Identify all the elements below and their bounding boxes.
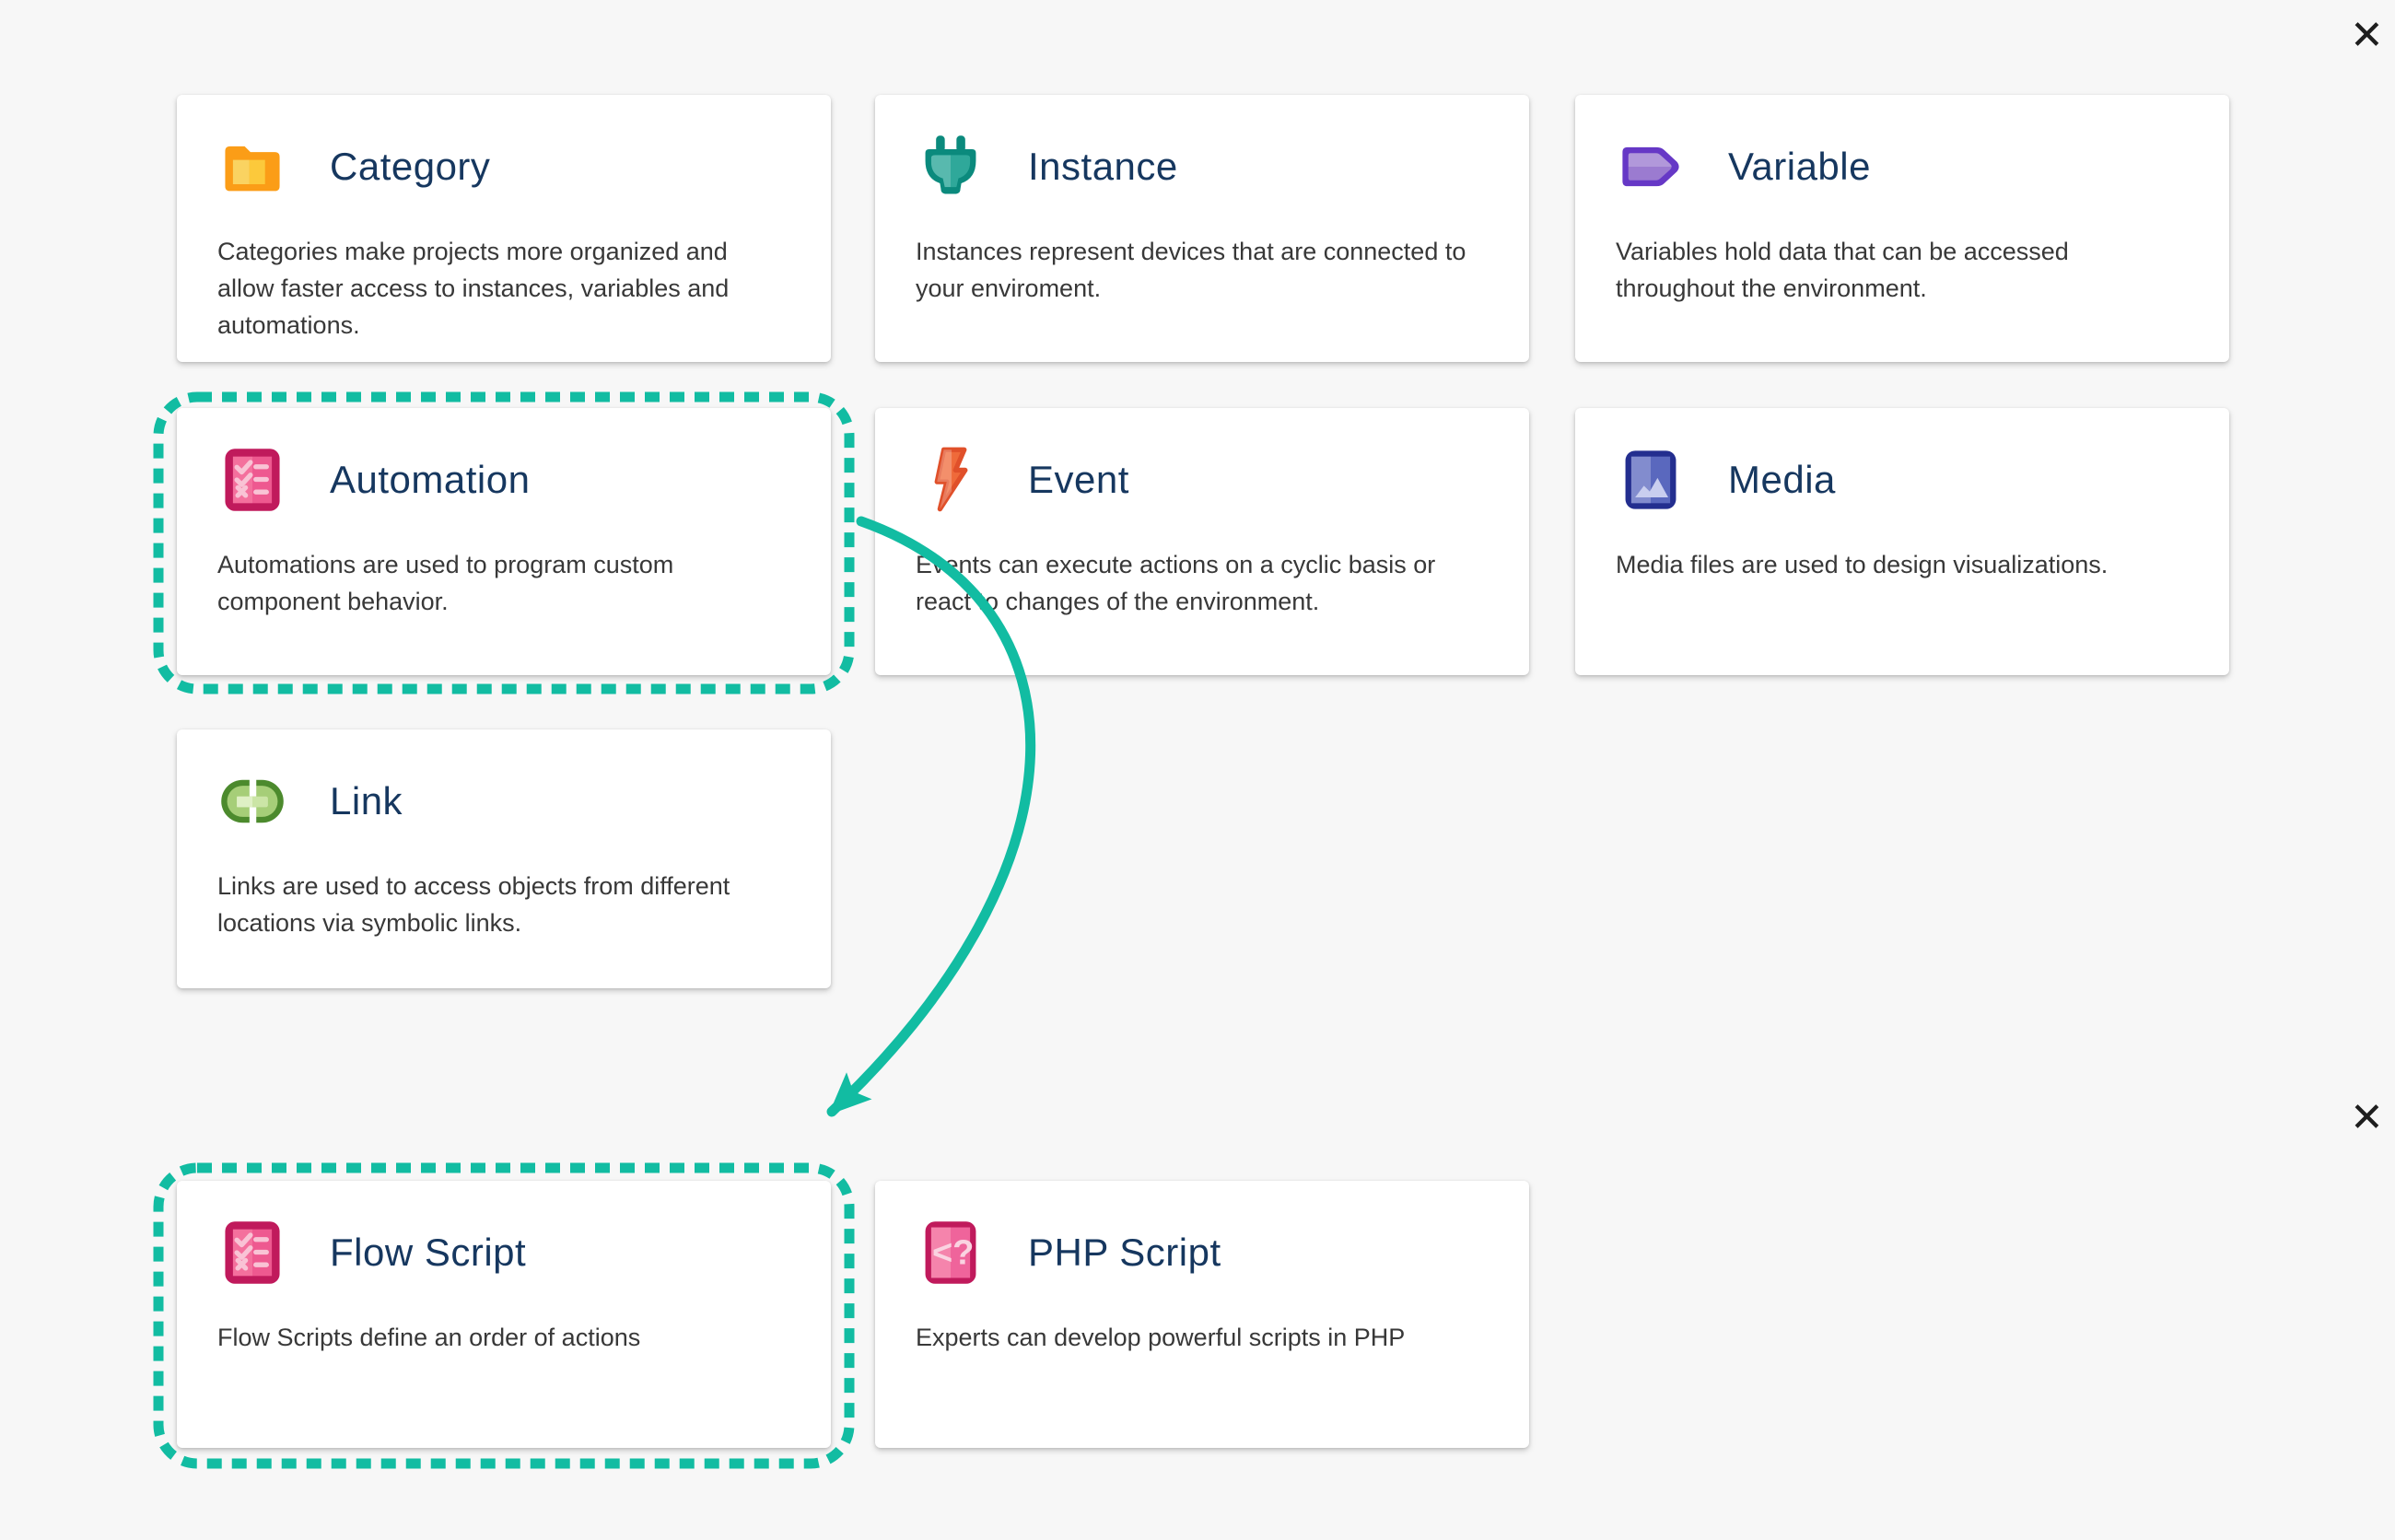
checklist-icon bbox=[217, 445, 287, 515]
card-header: Automation bbox=[217, 445, 831, 515]
card-description: Links are used to access objects from di… bbox=[217, 872, 730, 937]
card-category[interactable]: Category Categories make projects more o… bbox=[177, 95, 831, 362]
close-icon[interactable]: ✕ bbox=[2350, 1095, 2384, 1140]
variable-tag-icon bbox=[1616, 132, 1686, 202]
card-header: Link bbox=[217, 766, 831, 836]
card-media[interactable]: Media Media files are used to design vis… bbox=[1575, 408, 2229, 675]
card-title: Event bbox=[1028, 458, 1129, 501]
card-header: Flow Script bbox=[217, 1218, 831, 1288]
card-description: Automations are used to program custom c… bbox=[217, 551, 674, 615]
card-automation[interactable]: Automation Automations are used to progr… bbox=[177, 408, 831, 675]
card-link[interactable]: Link Links are used to access objects fr… bbox=[177, 729, 831, 988]
php-code-icon: <? bbox=[916, 1218, 986, 1288]
card-event[interactable]: Event Events can execute actions on a cy… bbox=[875, 408, 1529, 675]
checklist-icon bbox=[217, 1218, 287, 1288]
card-php-script[interactable]: <? PHP Script Experts can develop powerf… bbox=[875, 1181, 1529, 1448]
card-flow-script[interactable]: Flow Script Flow Scripts define an order… bbox=[177, 1181, 831, 1448]
card-title: Flow Script bbox=[330, 1231, 527, 1274]
php-glyph: <? bbox=[932, 1234, 974, 1273]
card-description: Media files are used to design visualiza… bbox=[1616, 551, 2109, 578]
card-instance[interactable]: Instance Instances represent devices tha… bbox=[875, 95, 1529, 362]
close-icon[interactable]: ✕ bbox=[2350, 13, 2384, 58]
card-description: Variables hold data that can be accessed… bbox=[1616, 238, 2069, 302]
plug-icon bbox=[916, 132, 986, 202]
card-title: Automation bbox=[330, 458, 531, 501]
card-title: Variable bbox=[1728, 145, 1871, 188]
folder-icon bbox=[217, 132, 287, 202]
card-header: Category bbox=[217, 132, 831, 202]
card-title: Category bbox=[330, 145, 491, 188]
card-title: PHP Script bbox=[1028, 1231, 1221, 1274]
card-title: Link bbox=[330, 779, 403, 822]
image-icon bbox=[1616, 445, 1686, 515]
link-icon bbox=[217, 766, 287, 836]
card-description: Events can execute actions on a cyclic b… bbox=[916, 551, 1436, 615]
card-header: Media bbox=[1616, 445, 2229, 515]
card-header: Instance bbox=[916, 132, 1529, 202]
card-description: Instances represent devices that are con… bbox=[916, 238, 1466, 302]
card-header: <? PHP Script bbox=[916, 1218, 1529, 1288]
card-title: Media bbox=[1728, 458, 1836, 501]
card-variable[interactable]: Variable Variables hold data that can be… bbox=[1575, 95, 2229, 362]
card-header: Event bbox=[916, 445, 1529, 515]
lightning-icon bbox=[916, 445, 986, 515]
card-description: Experts can develop powerful scripts in … bbox=[916, 1324, 1406, 1351]
card-header: Variable bbox=[1616, 132, 2229, 202]
card-description: Flow Scripts define an order of actions bbox=[217, 1324, 641, 1351]
card-title: Instance bbox=[1028, 145, 1178, 188]
card-description: Categories make projects more organized … bbox=[217, 238, 730, 339]
